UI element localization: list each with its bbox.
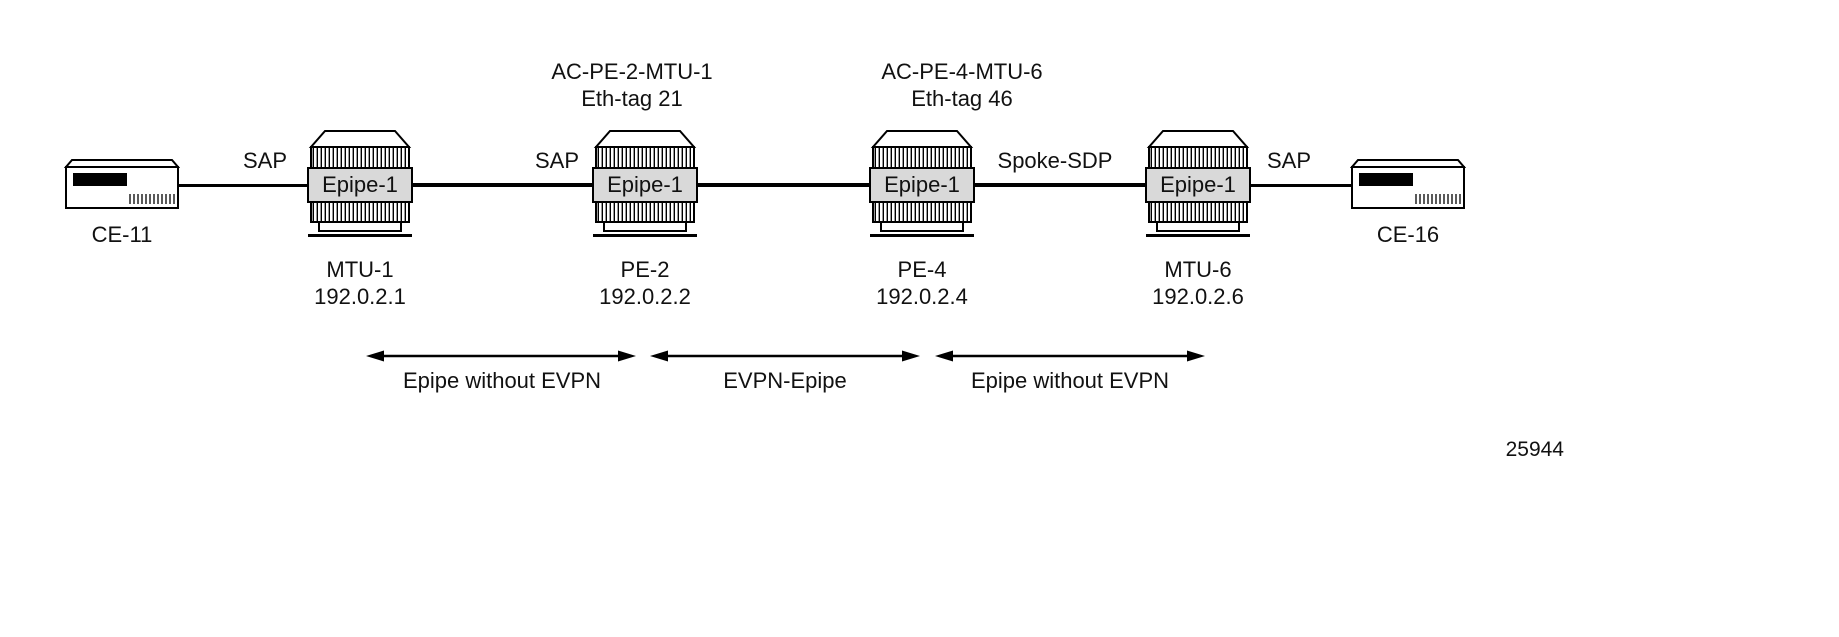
ac-pe4-annotation: AC-PE-4-MTU-6 Eth-tag 46 xyxy=(862,58,1062,112)
link-line-right xyxy=(1196,184,1408,187)
pe4-ip: 192.0.2.4 xyxy=(876,284,968,309)
span-arrow-1-icon xyxy=(366,347,636,370)
link-label-sap-2: SAP xyxy=(534,148,580,173)
span-arrow-2-icon xyxy=(650,347,920,370)
link-label-sap-3: SAP xyxy=(1266,148,1312,173)
mtu1-caption: MTU-1 192.0.2.1 xyxy=(280,256,440,310)
mtu6-name: MTU-6 xyxy=(1164,257,1232,282)
pe2-name: PE-2 xyxy=(620,257,670,282)
ac-pe4-eth-tag: Eth-tag 46 xyxy=(911,86,1013,111)
figure-number: 25944 xyxy=(1505,438,1564,461)
pe2-caption: PE-2 192.0.2.2 xyxy=(565,256,725,310)
ac-pe2-eth-tag: Eth-tag 21 xyxy=(581,86,683,111)
link-line-left xyxy=(122,184,362,187)
mtu1-service-box: Epipe-1 xyxy=(307,167,413,203)
span-label-1: Epipe without EVPN xyxy=(402,368,602,393)
span-arrow-3-icon xyxy=(935,347,1205,370)
ce16-device-icon xyxy=(1349,158,1467,215)
link-label-sap-1: SAP xyxy=(242,148,288,173)
ac-pe2-annotation: AC-PE-2-MTU-1 Eth-tag 21 xyxy=(532,58,732,112)
mtu1-name: MTU-1 xyxy=(326,257,394,282)
link-line-core xyxy=(358,183,1200,187)
pe2-ip: 192.0.2.2 xyxy=(599,284,691,309)
ac-pe4-name: AC-PE-4-MTU-6 xyxy=(881,59,1043,84)
pe4-caption: PE-4 192.0.2.4 xyxy=(842,256,1002,310)
ac-pe2-name: AC-PE-2-MTU-1 xyxy=(551,59,713,84)
span-label-3: Epipe without EVPN xyxy=(970,368,1170,393)
ce16-label: CE-16 xyxy=(1376,222,1440,247)
pe4-name: PE-4 xyxy=(897,257,947,282)
ce11-device-icon xyxy=(63,158,181,215)
link-label-spoke-sdp: Spoke-SDP xyxy=(997,148,1113,173)
pe4-service-box: Epipe-1 xyxy=(869,167,975,203)
mtu1-ip: 192.0.2.1 xyxy=(314,284,406,309)
pe2-service-box: Epipe-1 xyxy=(592,167,698,203)
mtu6-ip: 192.0.2.6 xyxy=(1152,284,1244,309)
mtu6-service-box: Epipe-1 xyxy=(1145,167,1251,203)
ce11-label: CE-11 xyxy=(91,222,153,247)
mtu6-caption: MTU-6 192.0.2.6 xyxy=(1118,256,1278,310)
span-label-2: EVPN-Epipe xyxy=(723,368,847,393)
